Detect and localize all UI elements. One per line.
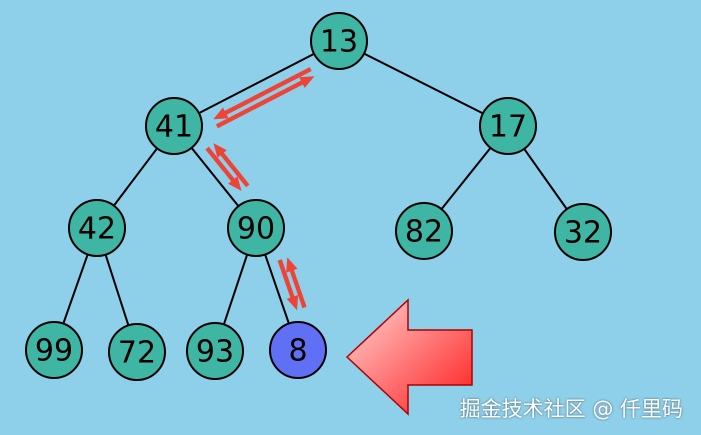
tree-node-13: 13 (310, 12, 368, 70)
node-circle (395, 202, 453, 260)
edge-n13-n17 (338, 40, 509, 127)
tree-node-32: 32 (554, 203, 612, 261)
tree-node-72: 72 (108, 323, 166, 381)
watermark-text: 掘金技术社区 @ 仟里码 (459, 397, 683, 421)
node-circle (310, 12, 368, 70)
tree-node-99: 99 (25, 321, 83, 379)
swap-arrow-down-n41-n90 (205, 146, 242, 191)
swap-arrow-up-n41-n90 (213, 143, 250, 188)
node-label: 13 (320, 25, 358, 60)
swap-arrow-up-n13-n41 (215, 76, 315, 129)
node-label: 93 (196, 335, 234, 370)
node-circle (269, 321, 327, 379)
tree-node-17: 17 (479, 97, 537, 155)
swap-arrow-up-n90-n8 (286, 257, 307, 309)
big-pointer-arrow (345, 298, 473, 416)
node-circle (554, 203, 612, 261)
node-label: 99 (35, 334, 73, 369)
tree-node-82: 82 (395, 202, 453, 260)
swap-arrow-down-n13-n41 (213, 67, 312, 120)
tree-node-42: 42 (68, 199, 126, 257)
tree-node-41: 41 (145, 97, 203, 155)
node-label: 17 (489, 110, 527, 145)
node-label: 72 (118, 336, 156, 371)
node-label: 42 (78, 212, 116, 247)
edge-n13-n41 (173, 40, 340, 127)
tree-node-93: 93 (186, 322, 244, 380)
tree-node-8: 8 (269, 321, 327, 379)
node-label: 82 (405, 215, 443, 250)
swap-arrows-layer (205, 67, 315, 311)
node-label: 41 (155, 110, 193, 145)
node-circle (68, 199, 126, 257)
node-circle (227, 199, 285, 257)
node-circle (479, 97, 537, 155)
node-circle (25, 321, 83, 379)
node-circle (186, 322, 244, 380)
node-label: 8 (288, 334, 307, 369)
edges-layer (53, 40, 584, 353)
node-label: 90 (237, 212, 275, 247)
nodes-layer: 13 41 17 42 90 82 32 99 72 93 8 (25, 12, 612, 381)
tree-node-90: 90 (227, 199, 285, 257)
swap-arrow-down-n90-n8 (277, 259, 299, 311)
node-circle (145, 97, 203, 155)
node-circle (108, 323, 166, 381)
node-label: 32 (564, 216, 602, 251)
